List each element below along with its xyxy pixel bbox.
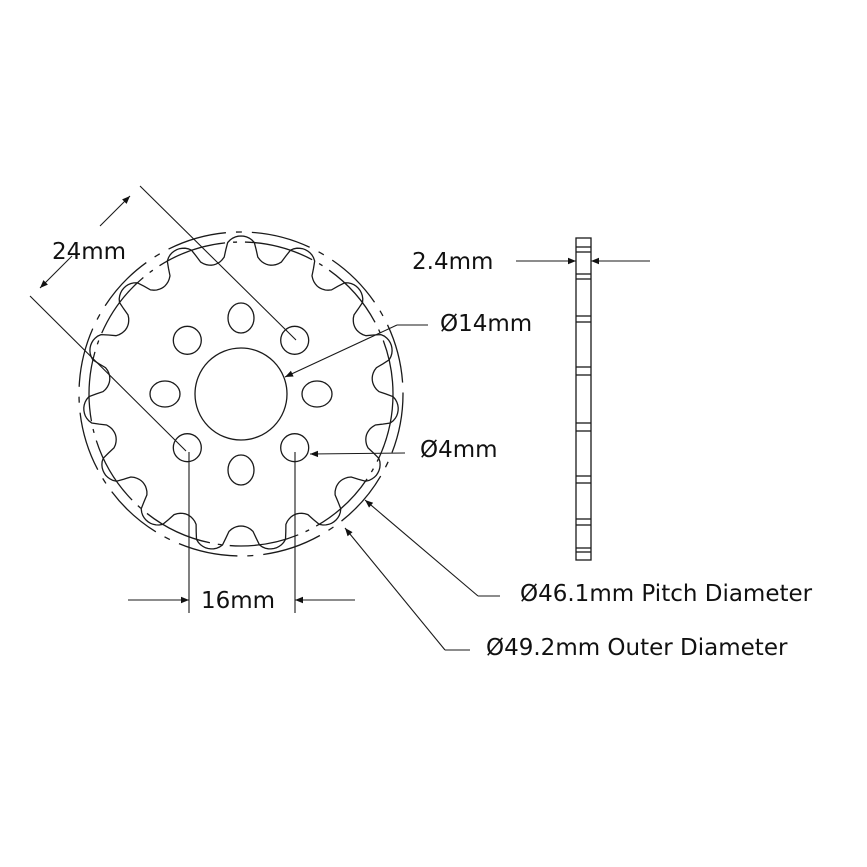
leader-pitch-diameter <box>364 499 500 597</box>
leader-bore <box>284 324 428 378</box>
bolt-holes <box>149 302 333 486</box>
bolt-hole <box>172 433 202 463</box>
label-24mm: 24mm <box>52 239 127 265</box>
label-16mm: 16mm <box>201 588 276 614</box>
bolt-hole <box>149 380 181 408</box>
tooth-profile <box>83 235 399 550</box>
label-outer-diameter: Ø49.2mm Outer Diameter <box>486 635 788 661</box>
label-hole: Ø4mm <box>420 437 498 463</box>
pitch-diameter-circle <box>88 241 394 547</box>
label-pitch-diameter: Ø46.1mm Pitch Diameter <box>520 581 813 607</box>
outer-diameter-circle <box>78 231 404 557</box>
bolt-hole <box>301 380 333 408</box>
label-bore: Ø14mm <box>440 311 533 337</box>
dimension-24mm <box>29 185 297 452</box>
label-thickness: 2.4mm <box>412 249 494 275</box>
side-view <box>575 237 592 561</box>
bolt-hole <box>227 302 255 334</box>
front-view <box>78 231 404 557</box>
leader-outer-diameter <box>344 527 470 651</box>
bolt-hole <box>172 325 202 355</box>
bolt-hole <box>280 325 310 355</box>
bolt-hole <box>227 454 255 486</box>
dimension-16mm <box>128 452 355 613</box>
bore-circle <box>194 347 288 441</box>
leader-hole <box>309 450 406 458</box>
